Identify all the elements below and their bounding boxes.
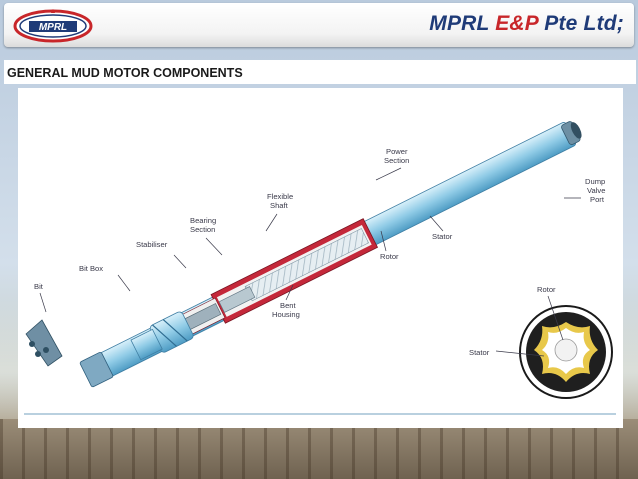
label-flex-2: Shaft xyxy=(270,201,289,210)
label-bit: Bit xyxy=(34,282,44,291)
company-name: MPRL E&P Pte Ltd; xyxy=(429,12,624,36)
mud-motor-svg: Power Section Dump Valve Port Flexible S… xyxy=(24,121,616,415)
label-dump-2: Valve xyxy=(587,186,605,195)
label-stabiliser: Stabiliser xyxy=(136,240,168,249)
company-prefix: MPRL xyxy=(429,12,496,35)
label-cs-stator: Stator xyxy=(469,348,490,357)
label-bearing-1: Bearing xyxy=(190,216,216,225)
label-rotor: Rotor xyxy=(380,252,399,261)
bit xyxy=(25,319,63,367)
title-bar xyxy=(4,60,636,84)
mprl-logo: MPRL xyxy=(13,9,93,43)
label-bent-2: Housing xyxy=(272,310,300,319)
header-bar: MPRL MPRL E&P Pte Ltd; xyxy=(4,3,634,47)
label-cs-rotor: Rotor xyxy=(537,285,556,294)
mud-motor-diagram: Power Section Dump Valve Port Flexible S… xyxy=(18,88,623,428)
company-highlight: E&P xyxy=(495,12,539,35)
label-dump-1: Dump xyxy=(585,177,605,186)
cross-section xyxy=(495,295,613,399)
label-stator: Stator xyxy=(432,232,453,241)
logo-text: MPRL xyxy=(39,22,67,33)
leader-lines xyxy=(39,167,581,313)
slide-title: GENERAL MUD MOTOR COMPONENTS xyxy=(7,66,243,80)
motor-body xyxy=(79,121,582,388)
label-power-2: Section xyxy=(384,156,409,165)
company-suffix: Pte Ltd; xyxy=(538,12,624,35)
background-ground xyxy=(0,419,638,479)
label-flex-1: Flexible xyxy=(267,192,293,201)
label-dump-3: Port xyxy=(590,195,605,204)
label-bearing-2: Section xyxy=(190,225,215,234)
label-bit-box: Bit Box xyxy=(79,264,103,273)
label-bent-1: Bent xyxy=(280,301,297,310)
label-power-1: Power xyxy=(386,147,408,156)
